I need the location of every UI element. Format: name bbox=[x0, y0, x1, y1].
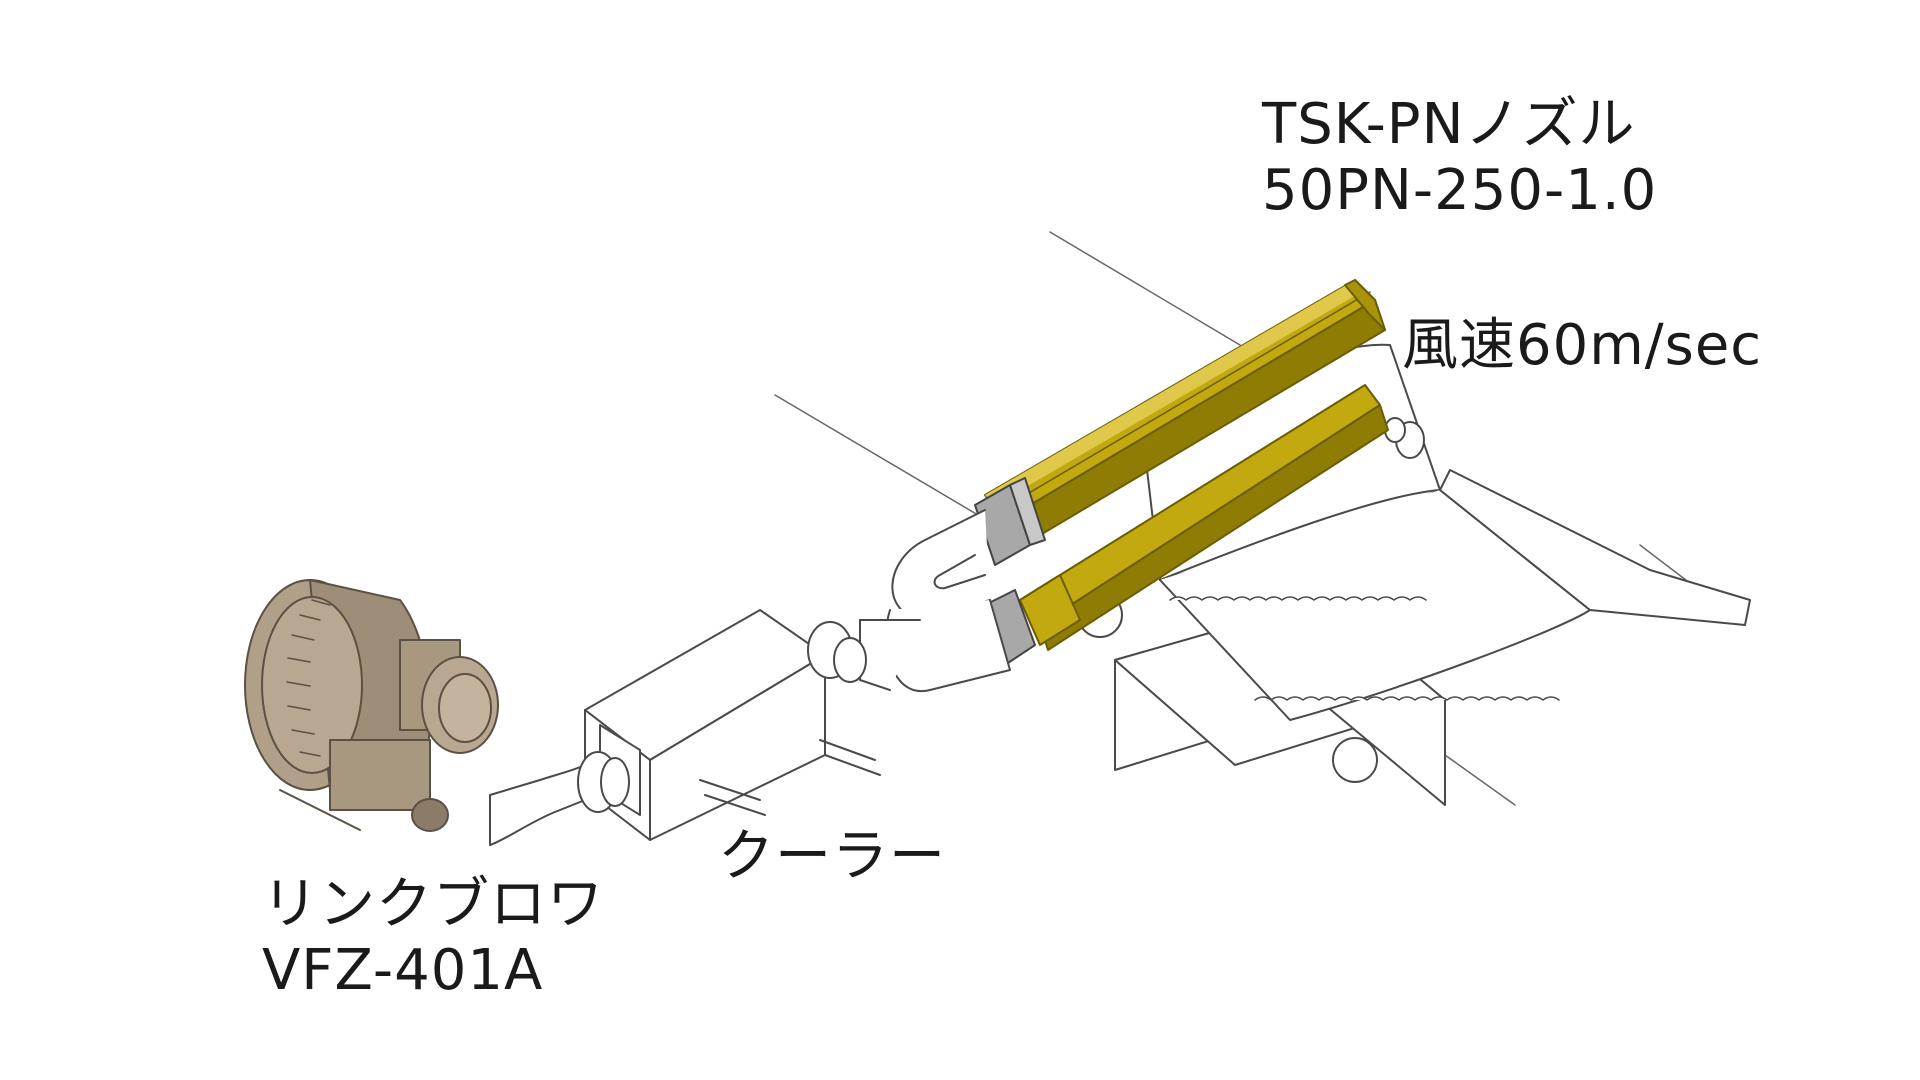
air-nozzle-icon bbox=[974, 279, 1389, 666]
nozzle-label: TSK-PNノズル 50PN-250-1.0 bbox=[1262, 92, 1657, 224]
ring-blower-icon bbox=[244, 579, 499, 832]
cooler-box-icon bbox=[584, 609, 881, 841]
blower-label: リンクブロワ VFZ-401A bbox=[262, 872, 604, 1004]
nozzle-name: TSK-PNノズル bbox=[1262, 92, 1636, 157]
blower-model: VFZ-401A bbox=[262, 938, 544, 1003]
cooler-name: クーラー bbox=[718, 824, 946, 889]
blower-name: リンクブロワ bbox=[262, 872, 604, 937]
nozzle-model: 50PN-250-1.0 bbox=[1262, 158, 1658, 223]
elbow-pipe bbox=[489, 751, 630, 846]
cooler-label: クーラー bbox=[718, 824, 946, 890]
air-speed-value: 風速60m/sec bbox=[1402, 313, 1763, 378]
u-bend-pipe bbox=[859, 509, 1011, 693]
air-speed-label: 風速60m/sec bbox=[1402, 313, 1762, 379]
